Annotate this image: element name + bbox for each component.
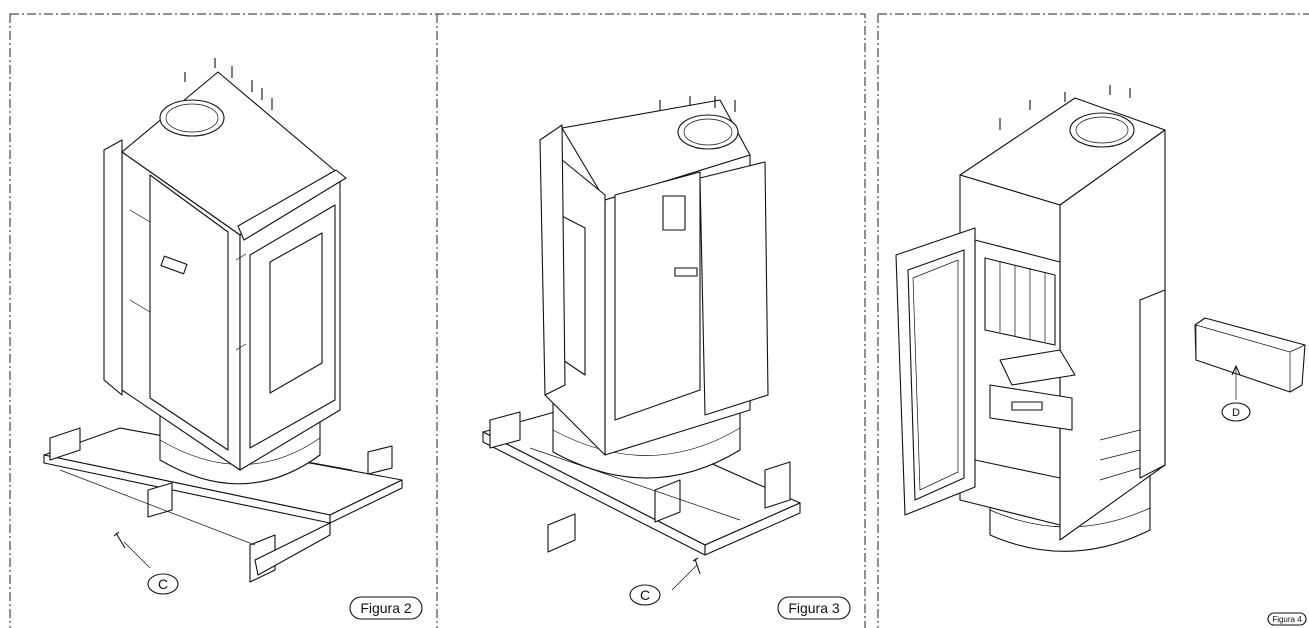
figure-2-drawing — [43, 58, 403, 583]
svg-text:Figura 3: Figura 3 — [788, 600, 840, 616]
arrow-d — [1231, 365, 1241, 400]
svg-text:C: C — [640, 587, 650, 603]
tool-c — [113, 531, 151, 569]
stove-body — [539, 96, 769, 456]
tool-c — [671, 557, 701, 591]
caption-figura-4: Figura 4 — [1267, 612, 1307, 626]
figure-4-drawing — [895, 85, 1306, 552]
open-door — [895, 227, 976, 516]
svg-text:Figura 4: Figura 4 — [1272, 615, 1302, 624]
figure-3-drawing — [482, 96, 801, 591]
svg-text:C: C — [158, 576, 168, 592]
panel-frames — [9, 13, 1309, 628]
caption-figura-3: Figura 3 — [777, 596, 851, 620]
caption-figura-2: Figura 2 — [349, 596, 423, 620]
callout-fig3: C — [629, 584, 661, 606]
baffle-plate-d — [1194, 317, 1306, 393]
callout-fig2: C — [147, 573, 179, 595]
svg-text:D: D — [1232, 407, 1240, 419]
stove-body — [959, 85, 1166, 541]
svg-text:Figura 2: Figura 2 — [360, 600, 412, 616]
stove-body — [103, 58, 347, 471]
callout-fig4: D — [1221, 402, 1251, 422]
